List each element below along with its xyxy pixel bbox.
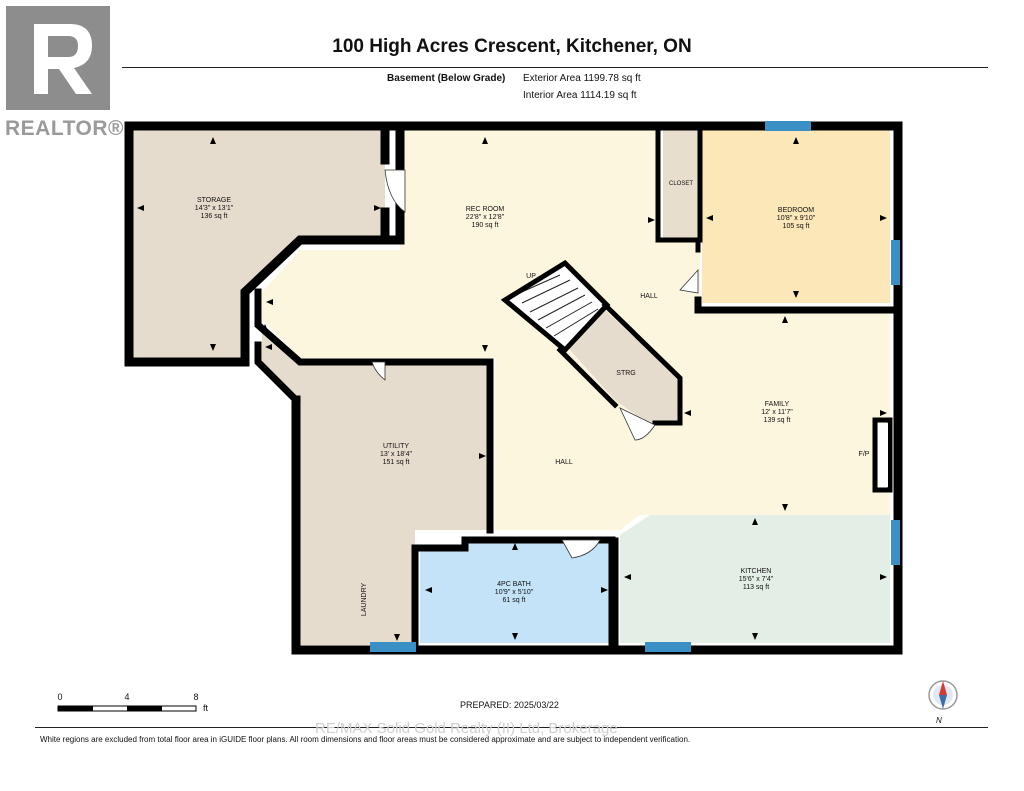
kitchen-room (620, 515, 890, 643)
realtor-logo (6, 6, 110, 110)
footer-divider (35, 727, 988, 728)
scale-tick-0: 0 (57, 692, 63, 702)
bath-room (420, 538, 612, 643)
header-divider (122, 67, 988, 68)
label-hall-upper: HALL (640, 293, 658, 300)
closet-room (663, 130, 700, 240)
fireplace (878, 423, 888, 487)
room-label-closet: CLOSET (668, 181, 694, 187)
floor-label: Basement (Below Grade) (387, 73, 506, 84)
prepared-date: PREPARED: 2025/03/22 (460, 700, 559, 710)
bedroom-room (702, 130, 890, 303)
brokerage-watermark: RE/MAX Solid Gold Realty (II) Ltd, Broke… (315, 720, 618, 737)
label-up: UP (526, 273, 536, 280)
utility-room (262, 325, 490, 645)
dimension-arrows (137, 137, 887, 641)
compass-north-label: N (936, 716, 942, 725)
exterior-area: Exterior Area 1199.78 sq ft (523, 73, 641, 84)
disclaimer-text: White regions are excluded from total fl… (40, 735, 691, 744)
scale-tick-4: 4 (124, 692, 130, 702)
strg-room (570, 310, 680, 425)
label-strg: STRG (616, 370, 636, 377)
scale-tick-8: 8 (193, 692, 199, 702)
compass-icon (928, 680, 958, 710)
interior-area: Interior Area 1114.19 sq ft (523, 90, 637, 101)
label-fireplace: F/P (858, 451, 870, 458)
realtor-logo-text: REALTOR® (5, 117, 125, 140)
scale-bar (57, 705, 197, 712)
windows (370, 121, 900, 652)
scale-unit: ft (203, 703, 209, 713)
door-swings (371, 169, 699, 559)
room-label-laundry: LAUNDRY (361, 582, 369, 617)
storage-room (133, 130, 385, 358)
walls (124, 121, 903, 655)
label-hall-lower: HALL (555, 459, 573, 466)
page-title: 100 High Acres Crescent, Kitchener, ON (332, 36, 692, 57)
